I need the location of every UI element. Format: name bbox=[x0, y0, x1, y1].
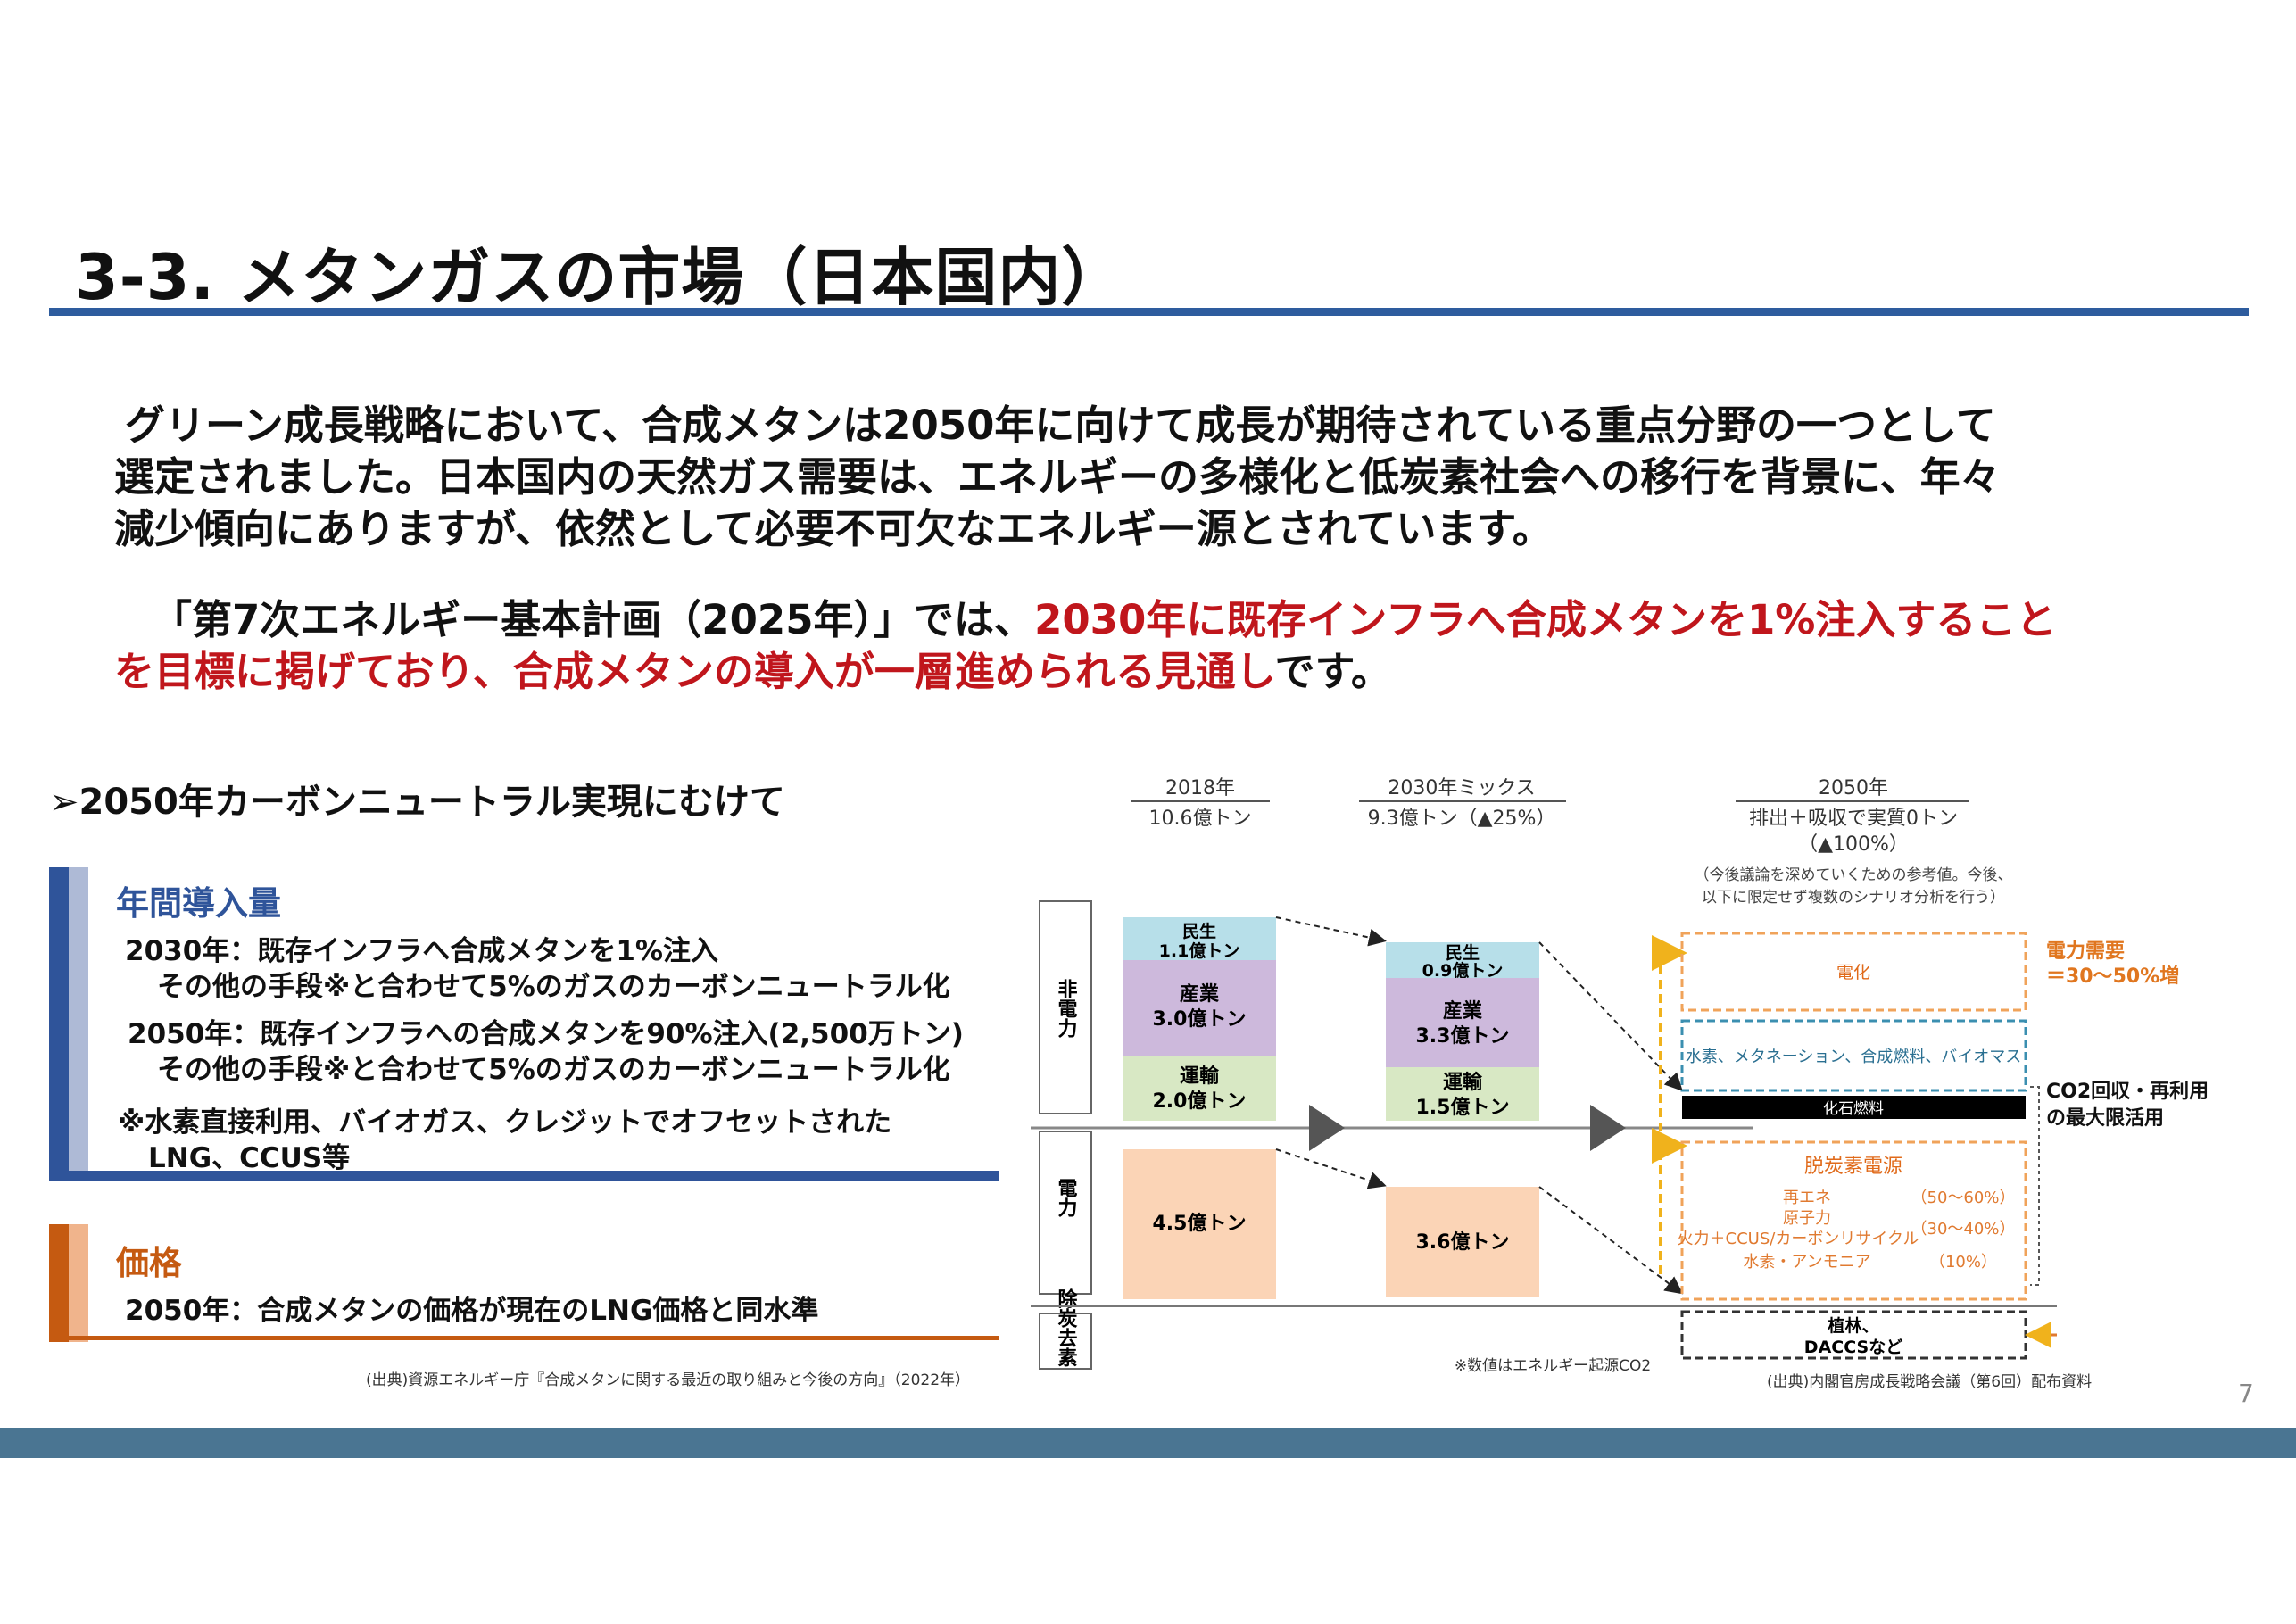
bar-2030-power-value: 3.6億トン bbox=[1416, 1230, 1510, 1254]
bar-2018-unyu-label: 運輸 bbox=[1180, 1065, 1220, 1088]
bar-2030-sangyo bbox=[1386, 978, 1539, 1067]
bar-2030-unyu bbox=[1386, 1067, 1539, 1121]
col-2030-year: 2030年ミックス bbox=[1388, 777, 1535, 800]
connector-nonpower-2050 bbox=[1538, 941, 1683, 1091]
annual-line-2050-sub: その他の手段※と合わせて5%のガスのカーボンニュートラル化 bbox=[157, 1054, 950, 1086]
annual-box-underline bbox=[49, 1171, 999, 1181]
price-box-title: 価格 bbox=[116, 1244, 182, 1282]
plan-line-2: を目標に掲げており、合成メタンの導入が一層進められる見通しです。 bbox=[114, 646, 2204, 698]
co2-label-2: の最大限活用 bbox=[2046, 1107, 2164, 1130]
plan-prefix: 「第7次エネルギー基本計画（2025年）」では、 bbox=[152, 596, 1035, 643]
plan-highlight-1: 2030年に既存インフラへ合成メタンを1%注入すること bbox=[1034, 596, 2057, 643]
box-electrification bbox=[1680, 932, 2027, 1012]
annual-note-1: ※水素直接利用、バイオガス、クレジットでオフセットされた bbox=[118, 1106, 892, 1139]
col-2050-year: 2050年 bbox=[1819, 777, 1888, 800]
decarb-renew-pct: （50～60%） bbox=[1911, 1189, 2016, 1207]
bar-2018-sangyo bbox=[1123, 960, 1276, 1056]
source-left: (出典)資源エネルギー庁『合成メタンに関する最近の取り組みと今後の方向』（202… bbox=[366, 1371, 971, 1389]
bar-2018-minsei-label: 民生 bbox=[1182, 921, 1216, 941]
box-hydrogen-label: 水素、メタネーション、合成燃料、バイオマス bbox=[1686, 1048, 2022, 1066]
intro-line-1: グリーン成長戦略において、合成メタンは2050年に向けて成長が期待されている重点… bbox=[125, 402, 1996, 449]
removal-label-2: DACCSなど bbox=[1804, 1338, 1902, 1357]
col-2050-total-1: 排出＋吸収で実質0トン bbox=[1749, 808, 1958, 830]
bar-2030-unyu-value: 1.5億トン bbox=[1416, 1096, 1510, 1119]
row-removal-label: 除炭去素 bbox=[1055, 1288, 1078, 1367]
col-2050-total-2: （▲100%） bbox=[1798, 833, 1909, 856]
bar-2018-unyu bbox=[1123, 1056, 1276, 1121]
row-removal-frame bbox=[1039, 1313, 1092, 1370]
annual-line-2050: 2050年：既存インフラへの合成メタンを90%注入(2,500万トン) bbox=[128, 1018, 964, 1050]
bar-2018-unyu-value: 2.0億トン bbox=[1153, 1090, 1247, 1113]
row-nonpower-label: 非電力 bbox=[1055, 979, 1078, 1039]
intro-paragraph: グリーン成長戦略において、合成メタンは2050年に向けて成長が期待されている重点… bbox=[114, 400, 2204, 555]
annual-line-2030-sub: その他の手段※と合わせて5%のガスのカーボンニュートラル化 bbox=[157, 971, 950, 1003]
annual-box-title: 年間導入量 bbox=[116, 884, 281, 923]
bar-2018-power-value: 4.5億トン bbox=[1153, 1212, 1247, 1235]
connector-nonpower-2030 bbox=[1275, 916, 1387, 947]
section-bullet-heading: ➢2050年カーボンニュートラル実現にむけて bbox=[49, 782, 785, 823]
bar-2018-minsei-value: 1.1億トン bbox=[1159, 940, 1240, 961]
annual-note-2: LNG、CCUS等 bbox=[148, 1142, 351, 1174]
electrification-flow bbox=[1652, 935, 1687, 1274]
price-box-bar-light bbox=[69, 1224, 88, 1342]
footer-band bbox=[0, 1428, 2296, 1458]
col-2050-note-2: 以下に限定せず複数のシナリオ分析を行う） bbox=[1702, 889, 2005, 907]
page-title: 3-3. メタンガスの市場（日本国内） bbox=[75, 241, 1125, 314]
title-underline bbox=[49, 308, 2249, 316]
plan-suffix: です。 bbox=[1274, 648, 1392, 695]
box-fossil bbox=[1682, 1096, 2026, 1119]
bar-2030-sangyo-label: 産業 bbox=[1443, 999, 1483, 1023]
bar-2018-sangyo-label: 産業 bbox=[1180, 982, 1220, 1006]
decarb-h2-ammonia: 水素・アンモニア bbox=[1743, 1253, 1870, 1272]
bar-2030-unyu-label: 運輸 bbox=[1443, 1071, 1483, 1094]
decarb-title: 脱炭素電源 bbox=[1804, 1156, 1902, 1178]
timeline-arrow-2 bbox=[1590, 1105, 1626, 1151]
bar-2030-sangyo-value: 3.3億トン bbox=[1416, 1024, 1510, 1048]
source-right: (出典)内閣官房成長戦略会議（第6回）配布資料 bbox=[1767, 1373, 2093, 1391]
bar-2018-sangyo-value: 3.0億トン bbox=[1153, 1007, 1247, 1031]
box-fossil-label: 化石燃料 bbox=[1823, 1100, 1884, 1118]
intro-line-2: 選定されました。日本国内の天然ガス需要は、エネルギーの多様化と低炭素社会への移行… bbox=[114, 453, 2001, 501]
diagram-footnote: ※数値はエネルギー起源CO2 bbox=[1455, 1357, 1651, 1375]
plan-line-1: 「第7次エネルギー基本計画（2025年）」では、2030年に既存インフラへ合成メ… bbox=[152, 594, 2204, 646]
decarb-h2-pct: （10%） bbox=[1929, 1253, 1997, 1272]
connector-power-2030 bbox=[1275, 1148, 1387, 1189]
intro-line-3: 減少傾向にありますが、依然として必要不可欠なエネルギー源とされています。 bbox=[114, 505, 1553, 552]
plan-highlight-2: を目標に掲げており、合成メタンの導入が一層進められる見通し bbox=[114, 648, 1275, 695]
price-line-2050: 2050年：合成メタンの価格が現在のLNG価格と同水準 bbox=[125, 1295, 819, 1327]
bar-2018-minsei bbox=[1123, 917, 1276, 960]
bar-2018-power bbox=[1123, 1149, 1276, 1299]
emissions-diagram: 2018年 10.6億トン 2030年ミックス 9.3億トン（▲25%） 205… bbox=[1031, 777, 2209, 1375]
bar-2030-minsei bbox=[1386, 942, 1539, 978]
plan-paragraph: 「第7次エネルギー基本計画（2025年）」では、2030年に既存インフラへ合成メ… bbox=[114, 594, 2204, 698]
row-power-label: 電力 bbox=[1055, 1178, 1078, 1218]
box-hydrogen bbox=[1680, 1019, 2027, 1092]
demand-label-2: ＝30～50%増 bbox=[2046, 965, 2179, 988]
annual-box-bar-light bbox=[69, 867, 88, 1181]
decarb-thermal: 火力＋CCUS/カーボンリサイクル bbox=[1678, 1230, 1919, 1248]
row-power-frame bbox=[1039, 1131, 1092, 1295]
timeline-arrow-1 bbox=[1309, 1105, 1345, 1151]
row-nonpower-frame bbox=[1039, 900, 1092, 1114]
co2-brace bbox=[2030, 1086, 2040, 1286]
col-2018-year: 2018年 bbox=[1165, 777, 1235, 800]
col-2030-total: 9.3億トン（▲25%） bbox=[1368, 808, 1556, 830]
col-2050-note-1: （今後議論を深めていくための参考値。今後、 bbox=[1695, 866, 2013, 884]
annual-box-bar bbox=[49, 867, 69, 1181]
price-box-bar bbox=[49, 1224, 69, 1342]
annual-line-2030: 2030年：既存インフラへ合成メタンを1%注入 bbox=[125, 935, 718, 967]
decarb-nuclear-thermal-pct: （30～40%） bbox=[1911, 1220, 2016, 1239]
col-2018-total: 10.6億トン bbox=[1149, 808, 1252, 830]
decarb-nuclear: 原子力 bbox=[1783, 1209, 1831, 1228]
price-box-underline bbox=[49, 1336, 999, 1340]
co2-label-1: CO2回収・再利用 bbox=[2046, 1081, 2209, 1103]
box-electrification-label: 電化 bbox=[1836, 963, 1870, 982]
bar-2030-power bbox=[1386, 1187, 1539, 1297]
removal-label-1: 植林、 bbox=[1828, 1315, 1878, 1336]
bar-2030-minsei-value: 0.9億トン bbox=[1422, 960, 1504, 981]
decarb-renew: 再エネ bbox=[1783, 1189, 1831, 1207]
page-number: 7 bbox=[2238, 1379, 2254, 1408]
demand-label-1: 電力需要 bbox=[2046, 940, 2125, 963]
bar-2030-minsei-label: 民生 bbox=[1446, 942, 1480, 963]
